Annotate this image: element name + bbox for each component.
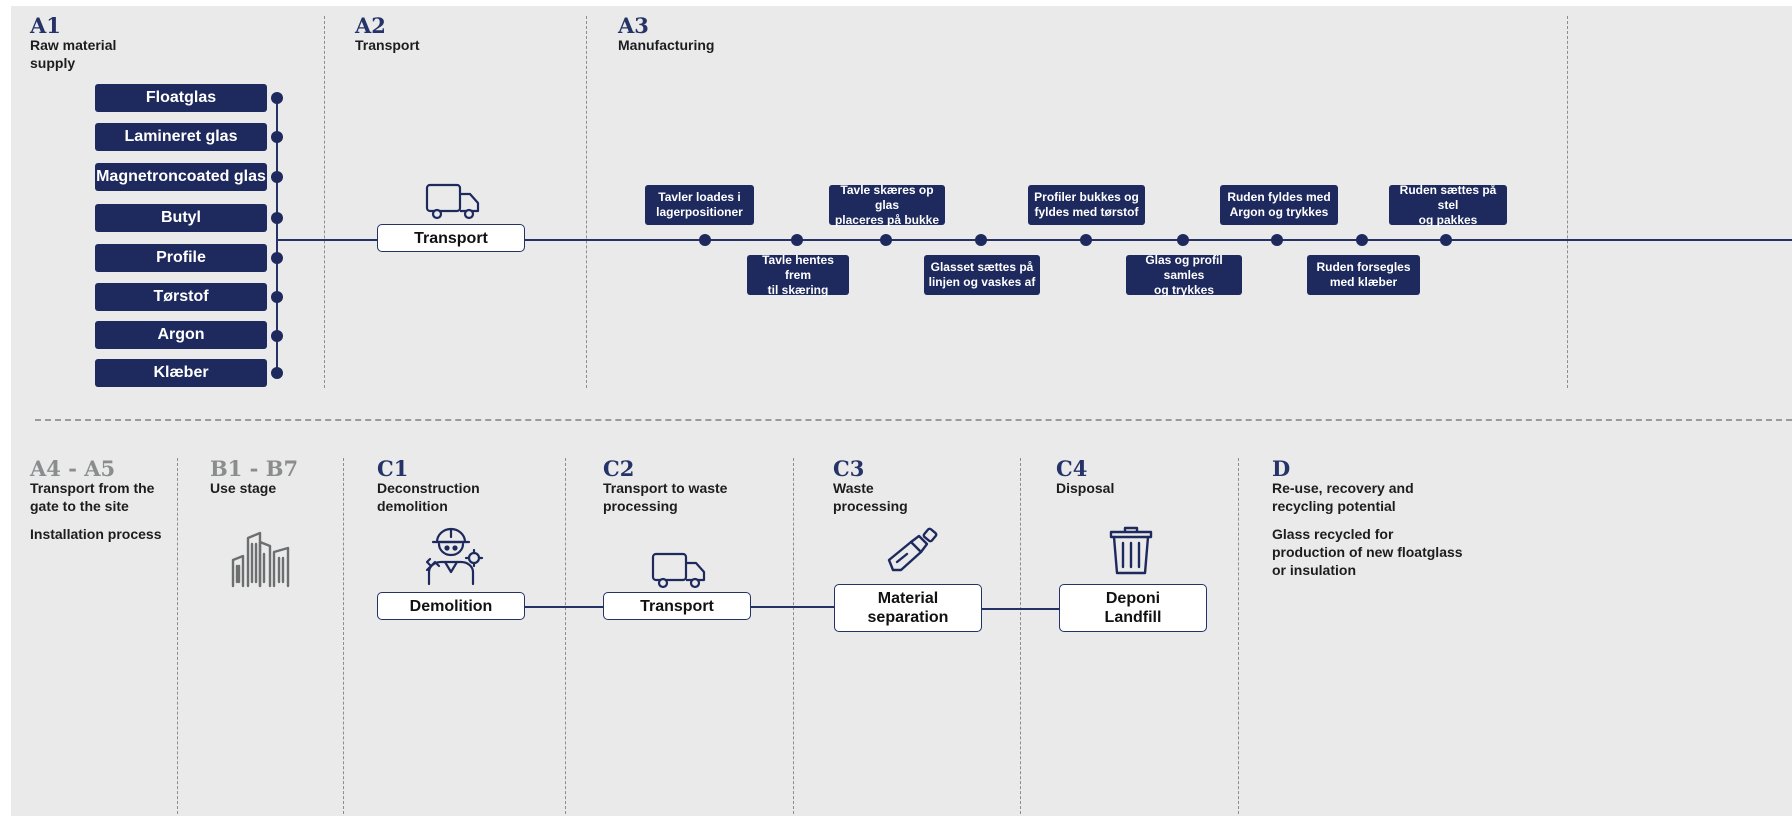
separator-a1-a2 [324, 16, 325, 388]
stage-label-a3: Manufacturing [618, 37, 715, 53]
step-dot [791, 234, 803, 246]
step-dot [699, 234, 711, 246]
material-dot [271, 367, 283, 379]
material-lamineret-glas: Lamineret glas [95, 123, 267, 151]
separator-c3-c4 [1020, 458, 1021, 814]
material-butyl: Butyl [95, 204, 267, 232]
buildings-icon [231, 531, 290, 588]
step-dot [880, 234, 892, 246]
stage-code-a1: A1 [30, 13, 61, 38]
demolition-box: Demolition [377, 592, 525, 620]
process-line [277, 239, 1792, 241]
stage-label-b1-b7: Use stage [210, 480, 277, 496]
material-dot [271, 291, 283, 303]
truck-icon [651, 552, 706, 589]
material-klaeber: Klæber [95, 359, 267, 387]
step-dot [1271, 234, 1283, 246]
step-dot [1080, 234, 1092, 246]
stage-code-c1: C1 [377, 456, 409, 481]
material-dot [271, 252, 283, 264]
separator-c1-c2 [565, 458, 566, 814]
stage-code-c4: C4 [1056, 456, 1088, 481]
stage-code-a3: A3 [618, 13, 649, 38]
separator-a3-end [1567, 16, 1568, 388]
connector-c3-c4 [982, 608, 1059, 610]
material-torstof: Tørstof [95, 283, 267, 311]
materials-bus [276, 98, 278, 373]
stage-code-a2: A2 [355, 13, 386, 38]
material-dot [271, 92, 283, 104]
stage-note-installation: Installation process [30, 526, 162, 542]
material-profile: Profile [95, 244, 267, 272]
stage-label-a2: Transport [355, 37, 420, 53]
stage-code-c2: C2 [603, 456, 635, 481]
worker-icon [425, 527, 484, 586]
separator-a2-a3 [586, 16, 587, 388]
separator-top-bottom [35, 419, 1792, 421]
material-dot [271, 330, 283, 342]
separator-c4-d [1238, 458, 1239, 814]
separator-a4-b [177, 458, 178, 814]
stage-code-d: D [1272, 456, 1291, 481]
connector-c2-c3 [751, 606, 834, 608]
material-argon: Argon [95, 321, 267, 349]
trash-bin-icon [1109, 526, 1153, 575]
material-dot [271, 171, 283, 183]
material-dot [271, 131, 283, 143]
step-dot [1440, 234, 1452, 246]
separator-b-c1 [343, 458, 344, 814]
stage-code-b1-b7: B1 - B7 [210, 456, 299, 481]
stage-label-c4: Disposal [1056, 480, 1115, 496]
truck-icon [425, 183, 480, 220]
separator-c2-c3 [793, 458, 794, 814]
transport-box-a2: Transport [377, 224, 525, 252]
stage-code-c3: C3 [833, 456, 865, 481]
material-floatglas: Floatglas [95, 84, 267, 112]
material-magnetroncoated-glas: Magnetroncoated glas [95, 163, 267, 191]
step-dot [1177, 234, 1189, 246]
grinder-icon [887, 527, 938, 572]
connector-c1-c2 [525, 606, 603, 608]
step-dot [1356, 234, 1368, 246]
step-dot [975, 234, 987, 246]
stage-code-a4-a5: A4 - A5 [30, 456, 116, 481]
transport-box-c2: Transport [603, 592, 751, 620]
material-dot [271, 212, 283, 224]
